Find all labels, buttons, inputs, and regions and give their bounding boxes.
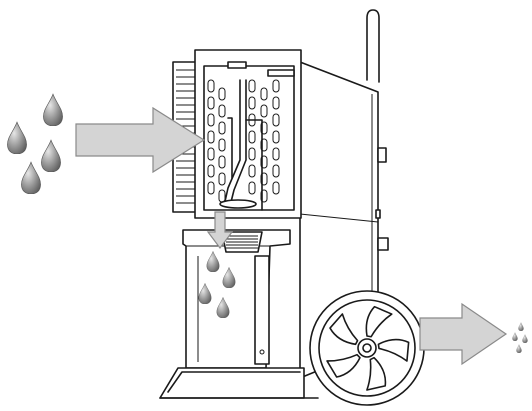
wheel-spoke (326, 353, 361, 378)
coil-slot (272, 79, 280, 93)
airflow-in-arrow (75, 106, 206, 174)
incoming-droplets (7, 93, 63, 194)
coil-slot (272, 113, 280, 127)
wheel-spoke (366, 356, 387, 391)
water-droplet-icon (7, 121, 27, 154)
airflow-out-arrow (419, 302, 508, 366)
coil-slot (207, 113, 215, 127)
coil-compartment (194, 49, 302, 219)
outgoing-droplets (512, 322, 528, 353)
coil-slot (248, 96, 256, 110)
condensate-arrow (206, 211, 234, 249)
coil-slot (248, 181, 256, 195)
coil-slot (218, 172, 226, 186)
coil-slot (207, 164, 215, 178)
coil-slot (272, 96, 280, 110)
coil-slot (248, 147, 256, 161)
water-droplet-icon (518, 322, 524, 331)
water-droplet-icon (522, 334, 528, 343)
coil-slot (260, 104, 268, 118)
coil-slot (207, 181, 215, 195)
coil-slot (218, 121, 226, 135)
coil-slot (218, 155, 226, 169)
coil-slot (260, 87, 268, 101)
coil-slot (248, 130, 256, 144)
base (159, 367, 319, 399)
coil-slot (207, 147, 215, 161)
wheel-spoke (377, 338, 410, 362)
coil-slot (218, 104, 226, 118)
coil-slot (207, 79, 215, 93)
coil-slot (272, 164, 280, 178)
coil-slot (218, 189, 226, 203)
water-droplet-icon (516, 344, 522, 353)
coil-slot (218, 87, 226, 101)
coil-slot (272, 130, 280, 144)
coil-slot (248, 79, 256, 93)
wheel-spoke (365, 305, 393, 338)
wheel (309, 290, 425, 406)
coil-slot (272, 147, 280, 161)
coil-slot (218, 138, 226, 152)
handle (366, 9, 380, 83)
coil-slot (207, 130, 215, 144)
water-droplet-icon (21, 161, 41, 194)
coil-slot (248, 164, 256, 178)
coil-slot (207, 96, 215, 110)
wheel-spoke (329, 313, 359, 346)
water-droplet-icon (512, 332, 518, 341)
water-droplet-icon (41, 139, 61, 172)
water-droplet-icon (43, 93, 63, 126)
coil-slot (272, 181, 280, 195)
